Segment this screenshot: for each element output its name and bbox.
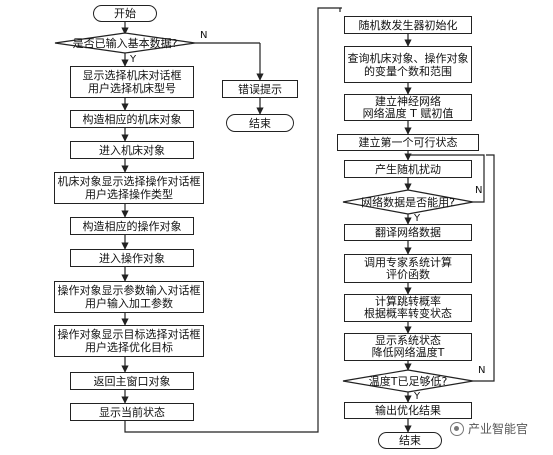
decision-usable-yes: Y — [414, 213, 421, 224]
decision-usable: 网络数据是否能用? — [343, 192, 473, 212]
perturb-box: 产生随机扰动 — [344, 160, 472, 178]
build-machine-box: 构造相应的机床对象 — [70, 110, 194, 128]
select-machine-box: 显示选择机床对话框 用户选择机床型号 — [70, 66, 194, 98]
error-prompt-box: 错误提示 — [222, 80, 298, 98]
build-operation-label: 构造相应的操作对象 — [82, 219, 182, 233]
end-left-label: 结束 — [249, 116, 271, 130]
translate-label: 翻译网络数据 — [375, 226, 441, 239]
decision-temp-yes: Y — [414, 391, 421, 402]
input-params-label: 操作对象显示参数输入对话框 用户输入加工参数 — [57, 284, 201, 310]
select-machine-label: 显示选择机床对话框 用户选择机床型号 — [82, 69, 182, 95]
decision-temp: 温度T已足够低? — [343, 371, 473, 391]
evaluate-label: 调用专家系统计算 评价函数 — [364, 255, 452, 281]
decision-usable-no: N — [475, 185, 483, 196]
init-rng-label: 随机数发生器初始化 — [358, 18, 458, 32]
init-rng-box: 随机数发生器初始化 — [344, 16, 472, 34]
decision-basic-data: 是否已输入基本数据? — [55, 33, 195, 53]
enter-operation-label: 进入操作对象 — [99, 251, 165, 265]
decision-basic-data-yes: Y — [130, 54, 137, 65]
select-operation-box: 机床对象显示选择操作对话框 用户选择操作类型 — [54, 172, 204, 204]
enter-machine-box: 进入机床对象 — [70, 141, 194, 159]
decision-temp-label: 温度T已足够低? — [368, 375, 448, 388]
show-state-label: 显示当前状态 — [99, 405, 165, 419]
perturb-label: 产生随机扰动 — [375, 162, 441, 176]
first-state-label: 建立第一个可行状态 — [358, 136, 458, 149]
query-vars-box: 查询机床对象、操作对象 的变量个数和范围 — [344, 46, 472, 83]
translate-box: 翻译网络数据 — [344, 224, 472, 241]
output-label: 输出优化结果 — [375, 404, 441, 417]
return-main-label: 返回主窗口对象 — [93, 374, 171, 388]
build-network-label: 建立神经网络 网络温度 T 赋初值 — [362, 94, 454, 120]
transition-box: 计算跳转概率 根据概率转变状态 — [344, 294, 472, 322]
show-lower-label: 显示系统状态 降低网络温度T — [371, 334, 445, 359]
decision-temp-no: N — [478, 365, 486, 376]
start-terminal: 开始 — [93, 5, 157, 22]
build-machine-label: 构造相应的机床对象 — [82, 112, 182, 126]
select-operation-label: 机床对象显示选择操作对话框 用户选择操作类型 — [57, 175, 201, 201]
build-operation-box: 构造相应的操作对象 — [70, 217, 194, 235]
watermark-text: 产业智能官 — [468, 422, 529, 436]
show-state-box: 显示当前状态 — [70, 403, 194, 421]
transition-label: 计算跳转概率 根据概率转变状态 — [364, 295, 452, 320]
evaluate-box: 调用专家系统计算 评价函数 — [344, 254, 472, 283]
error-prompt-label: 错误提示 — [238, 82, 282, 96]
select-goal-box: 操作对象显示目标选择对话框 用户选择优化目标 — [54, 325, 204, 357]
output-box: 输出优化结果 — [344, 402, 472, 419]
decision-basic-data-label: 是否已输入基本数据? — [72, 37, 178, 50]
watermark: 产业智能官 — [450, 420, 528, 437]
start-label: 开始 — [114, 7, 136, 20]
decision-basic-data-no: N — [200, 30, 208, 41]
show-lower-box: 显示系统状态 降低网络温度T — [344, 333, 472, 361]
enter-machine-label: 进入机床对象 — [99, 143, 165, 157]
build-network-box: 建立神经网络 网络温度 T 赋初值 — [344, 94, 472, 121]
wechat-logo-icon — [450, 421, 464, 436]
first-state-box: 建立第一个可行状态 — [337, 134, 479, 151]
end-left-terminal: 结束 — [226, 114, 294, 132]
enter-operation-box: 进入操作对象 — [70, 249, 194, 267]
end-right-terminal: 结束 — [378, 432, 442, 449]
query-vars-label: 查询机床对象、操作对象 的变量个数和范围 — [347, 51, 469, 78]
select-goal-label: 操作对象显示目标选择对话框 用户选择优化目标 — [57, 328, 201, 354]
end-right-label: 结束 — [399, 434, 421, 447]
return-main-box: 返回主窗口对象 — [70, 372, 194, 390]
input-params-box: 操作对象显示参数输入对话框 用户输入加工参数 — [54, 281, 204, 313]
decision-usable-label: 网络数据是否能用? — [361, 196, 455, 209]
